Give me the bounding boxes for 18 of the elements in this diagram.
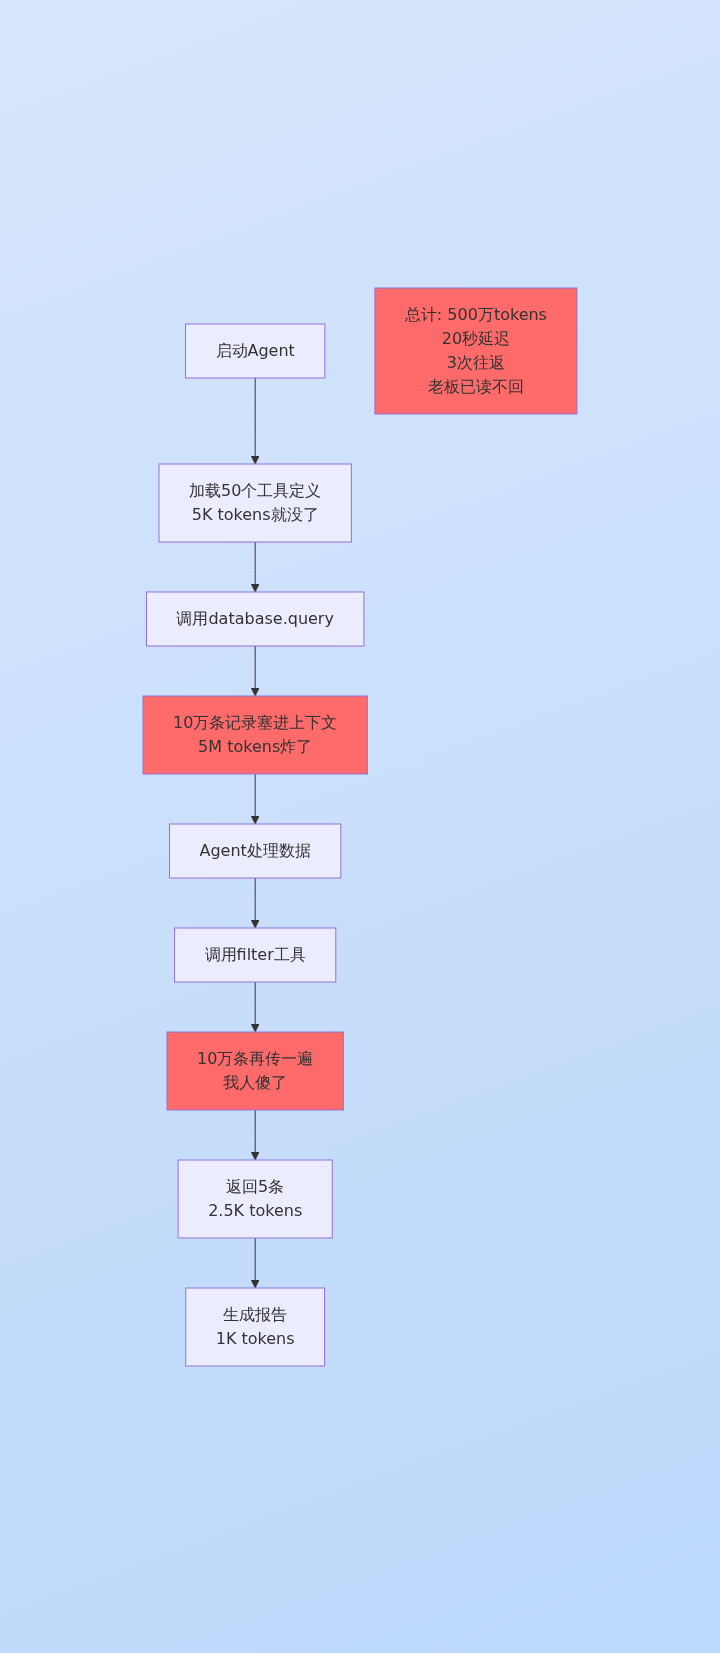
node-box: 调用filter工具	[174, 927, 337, 982]
node-box: Agent处理数据	[169, 823, 342, 878]
arrow	[250, 645, 260, 696]
node-box: 10万条记录塞进上下文 5M tokens炸了	[142, 695, 368, 774]
node-box: 调用database.query	[145, 591, 365, 646]
node-box: 加载50个工具定义 5K tokens就没了	[158, 463, 352, 542]
arrow	[250, 877, 260, 928]
node-box: 总计: 500万tokens 20秒延迟 3次往返 老板已读不回	[374, 287, 578, 414]
arrow	[250, 981, 260, 1032]
arrow	[250, 377, 260, 464]
node-box: 启动Agent	[185, 323, 326, 378]
arrow	[250, 773, 260, 824]
node-box: 10万条再传一遍 我人傻了	[166, 1031, 344, 1110]
node-box: 生成报告 1K tokens	[185, 1287, 326, 1366]
node-box: 返回5条 2.5K tokens	[177, 1159, 333, 1238]
arrow	[250, 1237, 260, 1288]
arrow	[250, 1109, 260, 1160]
arrow	[250, 541, 260, 592]
